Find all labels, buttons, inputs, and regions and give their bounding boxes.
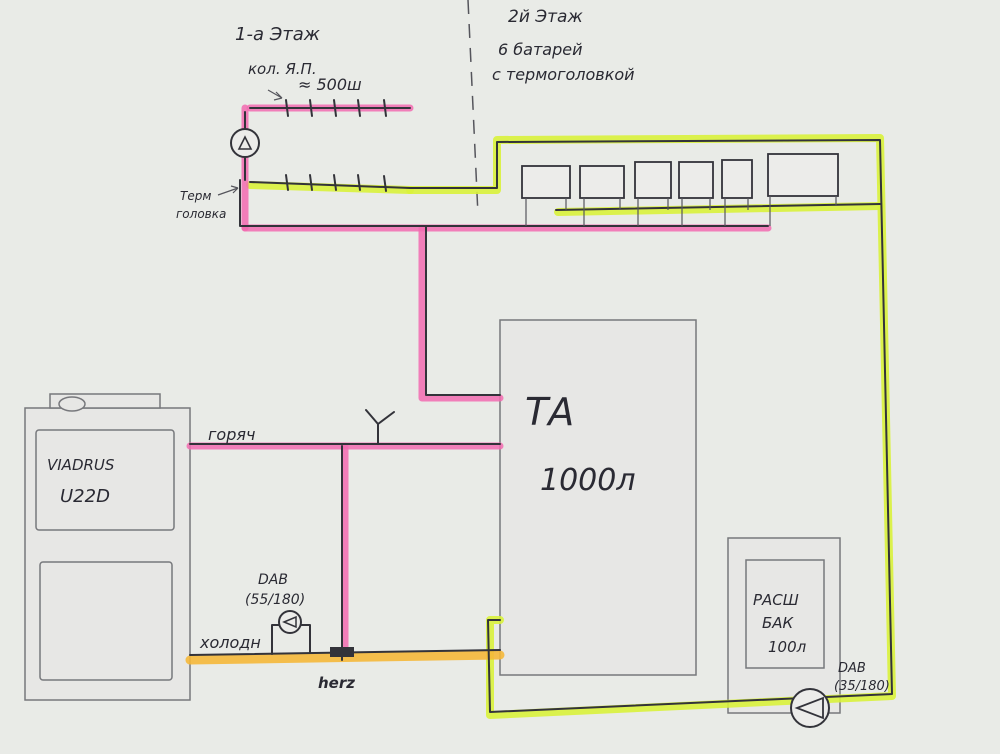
boiler-knob xyxy=(58,396,86,412)
right-pump-name: DAB xyxy=(838,661,866,676)
right-pump xyxy=(790,688,830,728)
cold-line-label: холодн xyxy=(199,633,261,652)
floor1-collector-label: кол. Я.П. xyxy=(248,60,317,78)
left-pump-model: (55/180) xyxy=(245,592,305,608)
tank-volume: 1000л xyxy=(540,463,636,498)
radiator-2 xyxy=(579,165,625,199)
floor2-return-pipe xyxy=(555,203,881,211)
supply-down-pipe xyxy=(425,225,501,396)
left-pump xyxy=(271,610,311,655)
tank-body xyxy=(499,319,697,676)
boiler-lower-door xyxy=(39,561,173,681)
supply-main-pipe xyxy=(239,179,769,227)
boiler-brand-text: VIADRUS xyxy=(47,456,115,474)
floor2-return-highlight xyxy=(554,202,884,216)
storage-tank: ТА 1000л xyxy=(499,319,697,676)
boiler: VIADRUS U22D xyxy=(24,393,191,701)
tank-label: ТА xyxy=(525,390,574,434)
floor2-radiators xyxy=(521,153,839,226)
floor2-thermo-label: с термоголовкой xyxy=(492,65,635,84)
radiator-5 xyxy=(721,159,753,199)
floor-divider-line xyxy=(467,0,479,216)
radiator-3 xyxy=(634,161,672,199)
hot-line-label: горяч xyxy=(208,425,255,444)
herz-valve xyxy=(330,641,354,661)
radiator-6 xyxy=(767,153,839,197)
floor2-batteries-label: 6 батарей xyxy=(498,40,582,59)
expansion-inner xyxy=(745,559,825,669)
air-vent xyxy=(365,409,395,445)
radiator-1 xyxy=(521,165,571,199)
cold-line-highlight xyxy=(185,650,505,665)
thermo-head-text-1: Терм xyxy=(180,189,211,203)
valve-label: herz xyxy=(318,674,355,692)
collector-arrow xyxy=(267,89,283,101)
left-pump-name: DAB xyxy=(258,572,288,588)
expansion-text-3: 100л xyxy=(768,638,807,656)
thermo-head-arrow xyxy=(217,185,239,196)
floor1-length-label: ≈ 500ш xyxy=(298,75,362,94)
thermo-head-text-2: головка xyxy=(176,207,226,221)
expansion-text-2: БАК xyxy=(762,614,795,632)
supply-down-highlight xyxy=(418,224,504,402)
expansion-tank: РАСШ БАК 100л xyxy=(727,537,841,714)
boiler-upper-door xyxy=(35,429,175,531)
floor1-title: 1-а Этаж xyxy=(235,24,321,45)
floor1-pump xyxy=(230,128,260,158)
floor2-title: 2й Этаж xyxy=(508,7,583,27)
floor1-return-highlight xyxy=(246,181,414,194)
expansion-text-1: РАСШ xyxy=(753,591,799,609)
radiator-4 xyxy=(678,161,714,199)
right-pump-model: (35/180) xyxy=(834,679,890,694)
floor1-collector-ticks xyxy=(285,99,387,192)
boiler-model-text: U22D xyxy=(60,486,110,507)
